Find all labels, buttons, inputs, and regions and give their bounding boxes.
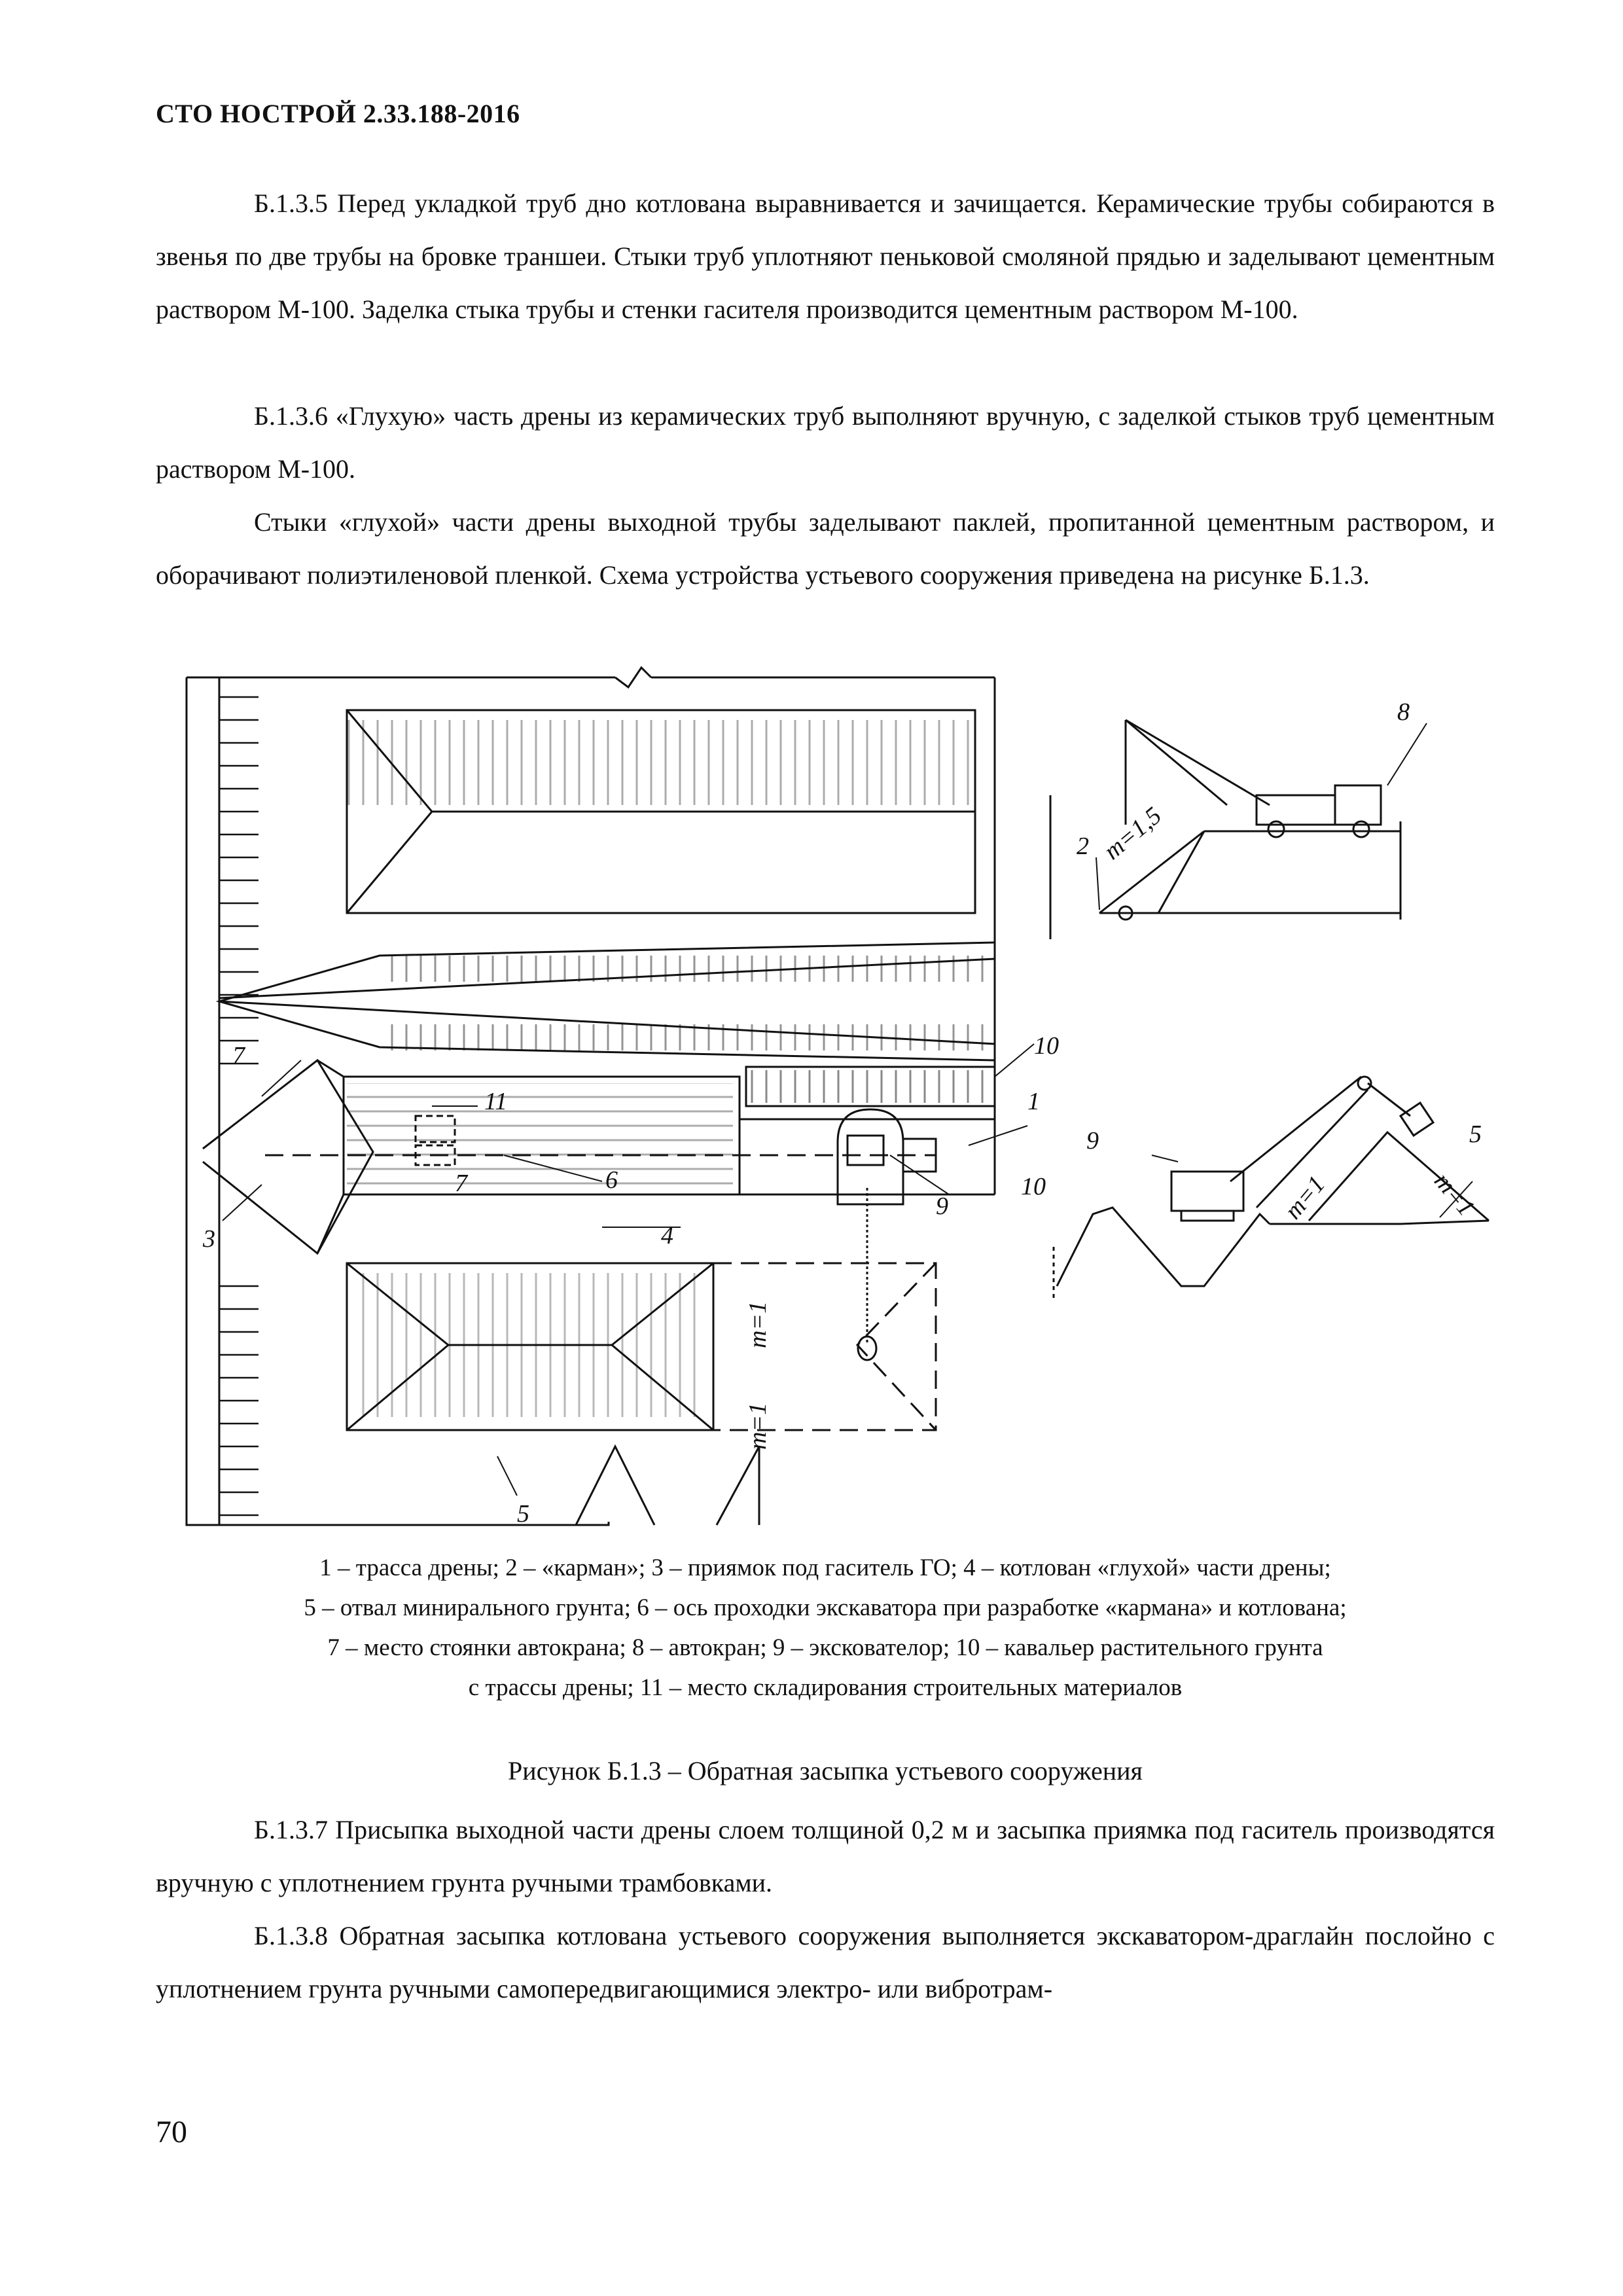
- legend-line: 7 – место стоянки автокрана; 8 – автокра…: [327, 1634, 1323, 1661]
- left-hatch: [219, 696, 259, 1516]
- label-slope-1c: m=1: [744, 1301, 772, 1348]
- label-7-mid: 7: [455, 1170, 469, 1197]
- label-5: 5: [517, 1500, 529, 1528]
- label-9-plan: 9: [936, 1193, 948, 1220]
- label-11: 11: [484, 1088, 507, 1115]
- label-slope-1d: m=1: [744, 1403, 772, 1450]
- label-9-right: 9: [1086, 1127, 1099, 1155]
- paragraph-joints: Стыки «глухой» части дрены выходной труб…: [156, 507, 1495, 590]
- legend-line: с трассы дрены; 11 – место складирования…: [468, 1674, 1183, 1701]
- label-10-bottom: 10: [1021, 1173, 1046, 1200]
- figure-caption: Рисунок Б.1.3 – Обратная засыпка устьево…: [508, 1756, 1143, 1785]
- document-header: СТО НОСТРОЙ 2.33.188-2016: [156, 99, 520, 128]
- paragraph-b138: Б.1.3.8 Обратная засыпка котлована устье…: [156, 1921, 1495, 2003]
- label-3: 3: [202, 1225, 215, 1253]
- label-1: 1: [1027, 1088, 1040, 1115]
- paragraph-b135: Б.1.3.5 Перед укладкой труб дно котлован…: [156, 188, 1495, 324]
- label-2: 2: [1077, 833, 1089, 860]
- label-4: 4: [661, 1222, 673, 1249]
- label-7-left: 7: [232, 1042, 246, 1069]
- legend-line: 1 – трасса дрены; 2 – «карман»; 3 – прия…: [319, 1554, 1331, 1581]
- label-5-right: 5: [1469, 1121, 1482, 1148]
- paragraph-b137: Б.1.3.7 Присыпка выходной части дрены сл…: [156, 1815, 1495, 1897]
- label-8: 8: [1397, 698, 1410, 726]
- figure-drawing: 8 2 m=1,5 10 1 9 5 10 m=1 m=1 7 7 11 6 9…: [185, 666, 1489, 1528]
- label-slope-1a: m=1: [1279, 1171, 1331, 1225]
- label-slope-15: m=1,5: [1099, 802, 1167, 865]
- figure-legend: 1 – трасса дрены; 2 – «карман»; 3 – прия…: [156, 1548, 1495, 1708]
- paragraph-b136: Б.1.3.6 «Глухую» часть дрены из керамиче…: [156, 401, 1495, 484]
- figure-b13: 8 2 m=1,5 10 1 9 5 10 m=1 m=1 7 7 11 6 9…: [183, 658, 1512, 1538]
- label-10-top: 10: [1034, 1032, 1059, 1060]
- label-6: 6: [605, 1166, 618, 1194]
- legend-line: 5 – отвал минирального грунта; 6 – ось п…: [304, 1594, 1347, 1621]
- page-number: 70: [156, 2115, 187, 2149]
